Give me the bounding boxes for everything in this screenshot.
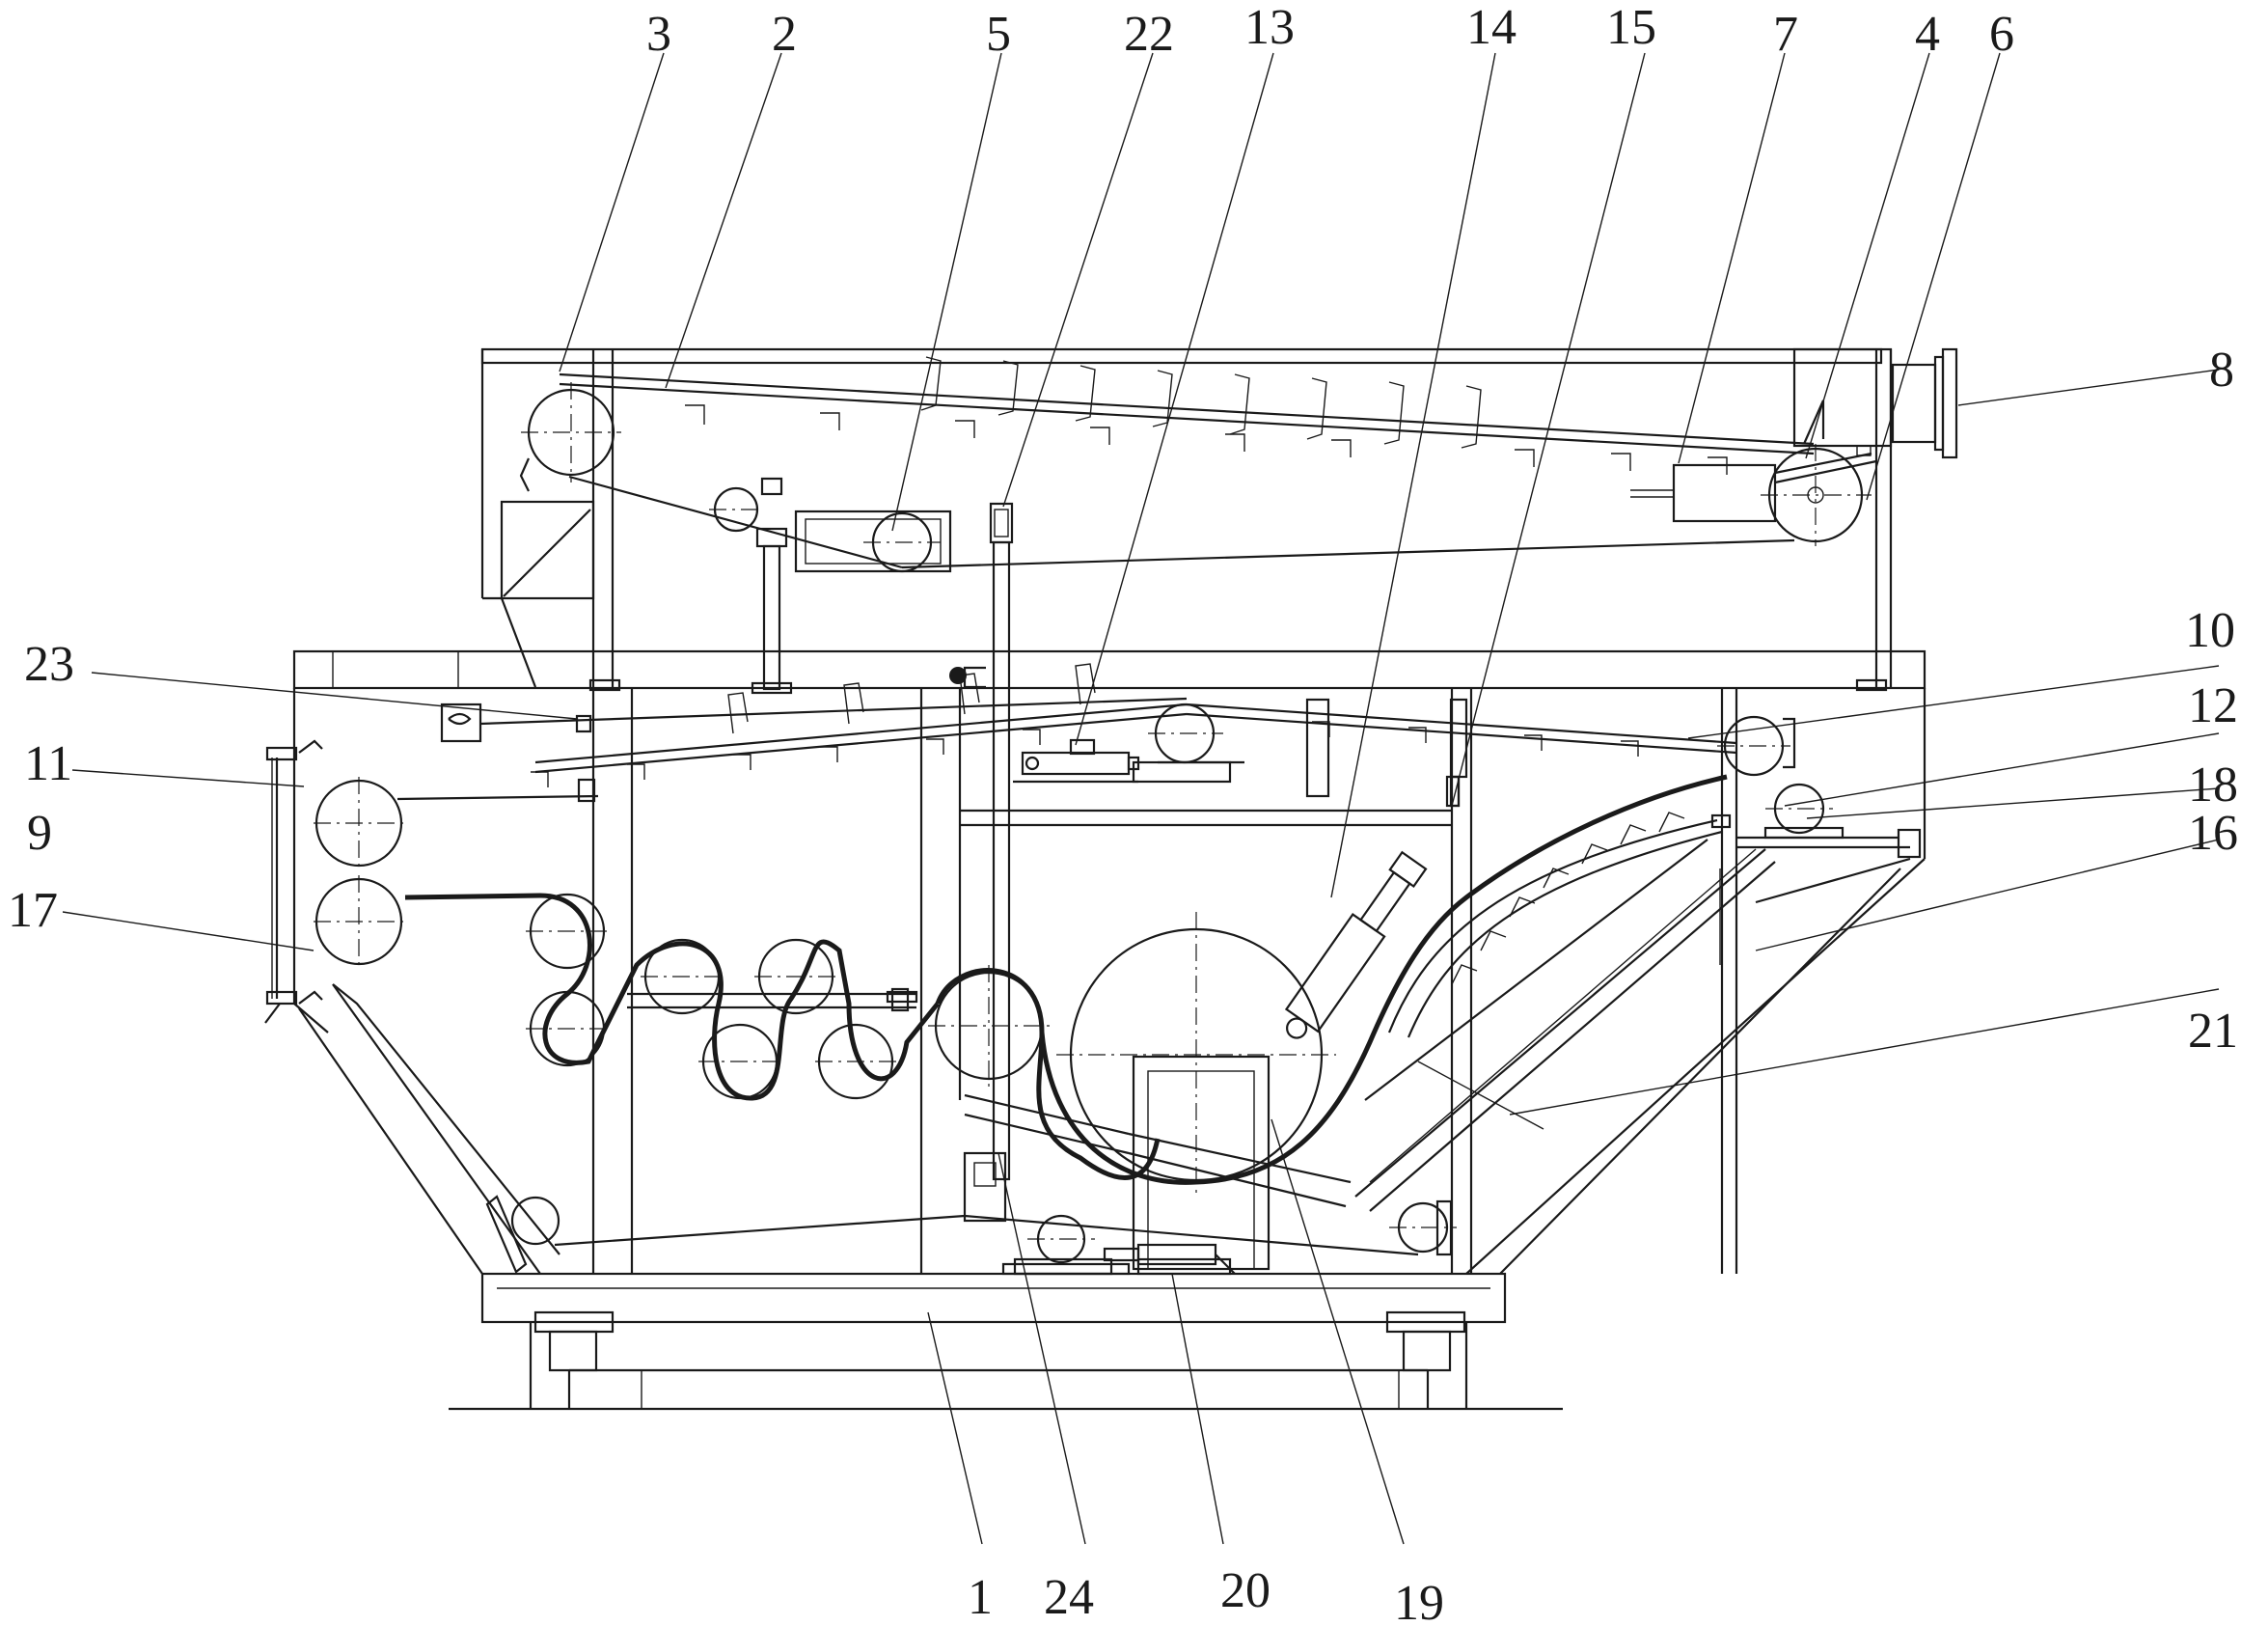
label-16: 16 [2188,806,2238,861]
tension-cylinder-13 [1013,703,1244,784]
drum-19 [964,774,1728,1271]
label-10: 10 [2185,603,2235,658]
lower-frame [292,688,1926,1275]
head-roller [519,382,621,492]
label-1: 1 [968,1570,993,1625]
label-18: 18 [2188,758,2238,813]
label-2: 2 [772,7,797,62]
tail-roller-assembly [1630,400,1877,546]
label-5: 5 [986,7,1011,62]
label-21: 21 [2188,1004,2238,1059]
s-roller-train [404,893,1161,1180]
leader-lines [62,52,2220,1545]
right-rollers [1710,715,1910,849]
label-22: 22 [1124,7,1174,62]
part-labels: 3 2 5 22 13 14 15 7 4 6 8 10 23 12 18 11… [8,0,2238,1626]
label-14: 14 [1466,0,1517,55]
lower-return-rollers [485,1151,1457,1276]
label-13: 13 [1244,0,1295,55]
label-20: 20 [1220,1563,1271,1618]
curved-belt-section [1364,775,1723,1130]
inner-frame [960,698,1468,827]
label-19: 19 [1394,1576,1444,1626]
lower-gravity-belt [440,663,1737,787]
label-8: 8 [2209,343,2234,398]
label-11: 11 [24,736,72,791]
press-rollers-left [264,739,599,1024]
upper-frame [292,347,1958,695]
label-23: 23 [24,637,74,692]
label-12: 12 [2188,678,2238,733]
label-17: 17 [8,883,58,938]
cylinder-14 [1284,850,1428,1039]
gravity-belt-upper [559,356,1815,475]
label-6: 6 [1989,7,2014,62]
base-frame [449,1272,1563,1411]
label-9: 9 [27,806,52,861]
label-7: 7 [1773,7,1798,62]
scraper-21 [1354,848,1776,1212]
upper-drive [568,475,1795,1181]
label-4: 4 [1915,7,1940,62]
label-24: 24 [1044,1570,1094,1625]
label-15: 15 [1606,0,1656,55]
label-3: 3 [646,7,671,62]
